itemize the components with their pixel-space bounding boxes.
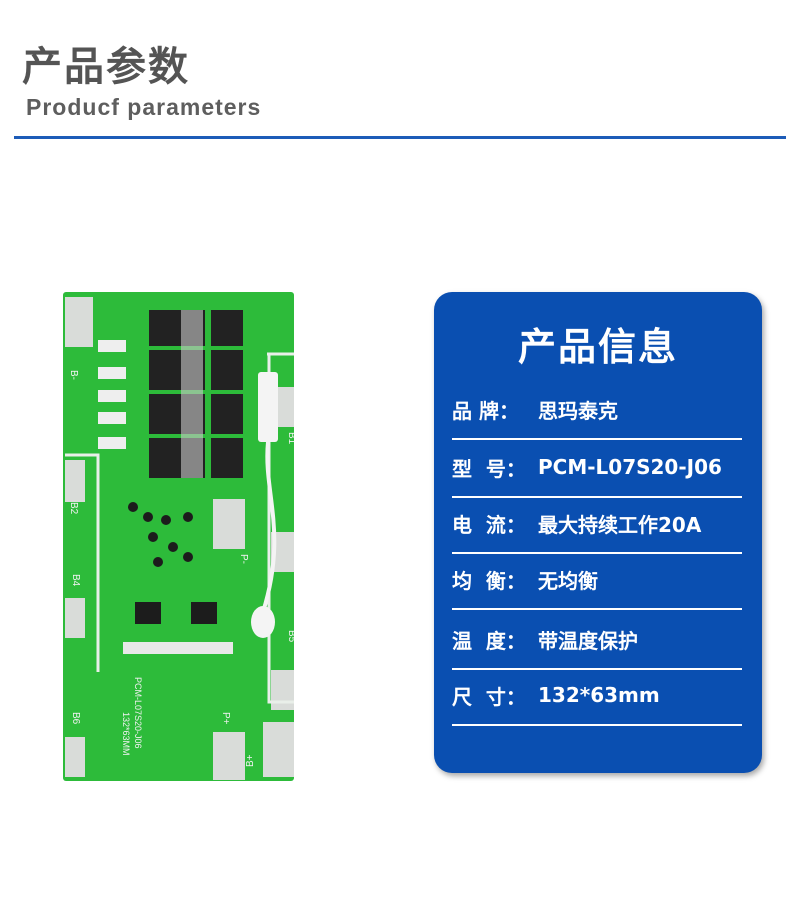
- page-title: 产品参数: [22, 44, 190, 90]
- pcb-product-image: B- B2 B4 B6 P- P+ B5 B+ B1 PCM-L07S20-J0…: [63, 292, 294, 781]
- info-row-size: 尺 寸： 132*63mm: [452, 666, 742, 726]
- row-label: 尺 寸：: [452, 684, 526, 709]
- row-label: 型 号：: [452, 456, 526, 481]
- row-label: 电 流：: [452, 512, 526, 537]
- silkscreen-b2: B2: [68, 502, 79, 515]
- row-value: 最大持续工作20A: [538, 512, 702, 537]
- info-row-model: 型 号： PCM-L07S20-J06: [452, 438, 742, 498]
- header-divider: [14, 136, 786, 139]
- row-value: 思玛泰克: [538, 398, 618, 423]
- info-row-brand: 品 牌： 思玛泰克: [452, 380, 742, 440]
- card-title: 产品信息: [517, 325, 678, 369]
- silkscreen-model: PCM-L07S20-J06: [133, 677, 143, 749]
- row-label: 均 衡：: [452, 568, 526, 593]
- row-label: 温 度：: [452, 628, 526, 653]
- silkscreen-b4: B4: [70, 574, 81, 587]
- row-label: 品 牌：: [452, 398, 519, 423]
- silkscreen-b5: B5: [286, 630, 294, 643]
- silkscreen-p-plus: P+: [220, 712, 231, 725]
- silkscreen-b-minus: B-: [68, 370, 79, 380]
- info-row-balance: 均 衡： 无均衡: [452, 550, 742, 610]
- page-subtitle: Producf parameters: [26, 94, 262, 120]
- info-row-current: 电 流： 最大持续工作20A: [452, 494, 742, 554]
- row-value: PCM-L07S20-J06: [538, 455, 722, 479]
- row-value: 无均衡: [538, 568, 598, 593]
- product-info-card: 产品信息 品 牌： 思玛泰克 型 号： PCM-L07S20-J06 电 流： …: [434, 292, 762, 773]
- silkscreen-size: 132*63MM: [121, 712, 131, 756]
- silkscreen-b-plus: B+: [245, 754, 256, 767]
- row-value: 132*63mm: [538, 683, 660, 707]
- silkscreen-p-minus: P-: [238, 554, 249, 564]
- silkscreen-b6: B6: [70, 712, 81, 725]
- silkscreen-b1: B1: [286, 432, 294, 445]
- row-value: 带温度保护: [538, 628, 638, 653]
- info-row-temperature: 温 度： 带温度保护: [452, 610, 742, 670]
